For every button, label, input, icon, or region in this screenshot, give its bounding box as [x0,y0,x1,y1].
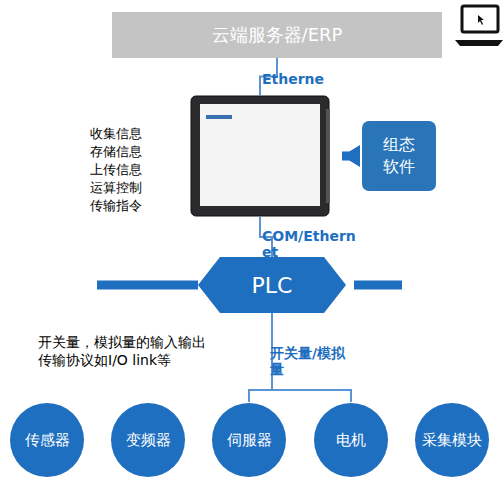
software-box: 组态 软件 [362,121,436,191]
laptop-screen [462,6,498,32]
tablet-screen [200,104,320,206]
note-text: 开关量，模拟量的输入输出 传输协议如I/O link等 [38,333,214,369]
node-text: 组态 软件 [379,134,419,178]
circle-shape [10,403,84,477]
node-text: 采集模块 [417,431,487,450]
edge-label: Etherne [262,71,342,87]
node-outline [190,95,330,217]
node-text: 伺服器 [214,431,284,450]
config-arrow [342,152,354,161]
node-text: 变频器 [113,431,183,450]
laptop-base [455,40,503,46]
config-arrow [354,281,402,290]
plc-hexagon: PLC [198,257,346,313]
device-circle: 传感器 [9,402,85,478]
screen-logo [206,115,232,119]
node-text: 传感器 [12,431,82,450]
device-circle: 伺服器 [211,402,287,478]
edge-label: 开关量/模拟 量 [270,345,358,377]
circle-shape [212,403,286,477]
circle-shape [415,403,489,477]
hexagon-shape [198,257,346,313]
node-text: 云端服务器/ERP [212,23,343,47]
config-arrow [97,281,190,290]
device-circle: 采集模块 [414,402,490,478]
circle-shape [111,403,185,477]
node-text: 收集信息 存储信息 上传信息 运算控制 传输指令 [90,125,150,215]
circle-shape [314,403,388,477]
laptop-icon [455,6,503,46]
edge-label: COM/Ethern et [262,228,346,260]
device-circle: 电机 [313,402,389,478]
cloud-server-band: 云端服务器/ERP [112,12,442,58]
config-arrow [190,281,198,290]
node-text: 电机 [316,431,386,450]
device-circle: 变频器 [110,402,186,478]
cursor-icon [478,15,484,25]
connector-line [249,313,272,402]
node-text: PLC [252,273,293,298]
tablet-side [326,109,330,203]
tablet-bezel [191,96,329,216]
hmi-tablet: 收集信息 存储信息 上传信息 运算控制 传输指令 [190,95,330,217]
